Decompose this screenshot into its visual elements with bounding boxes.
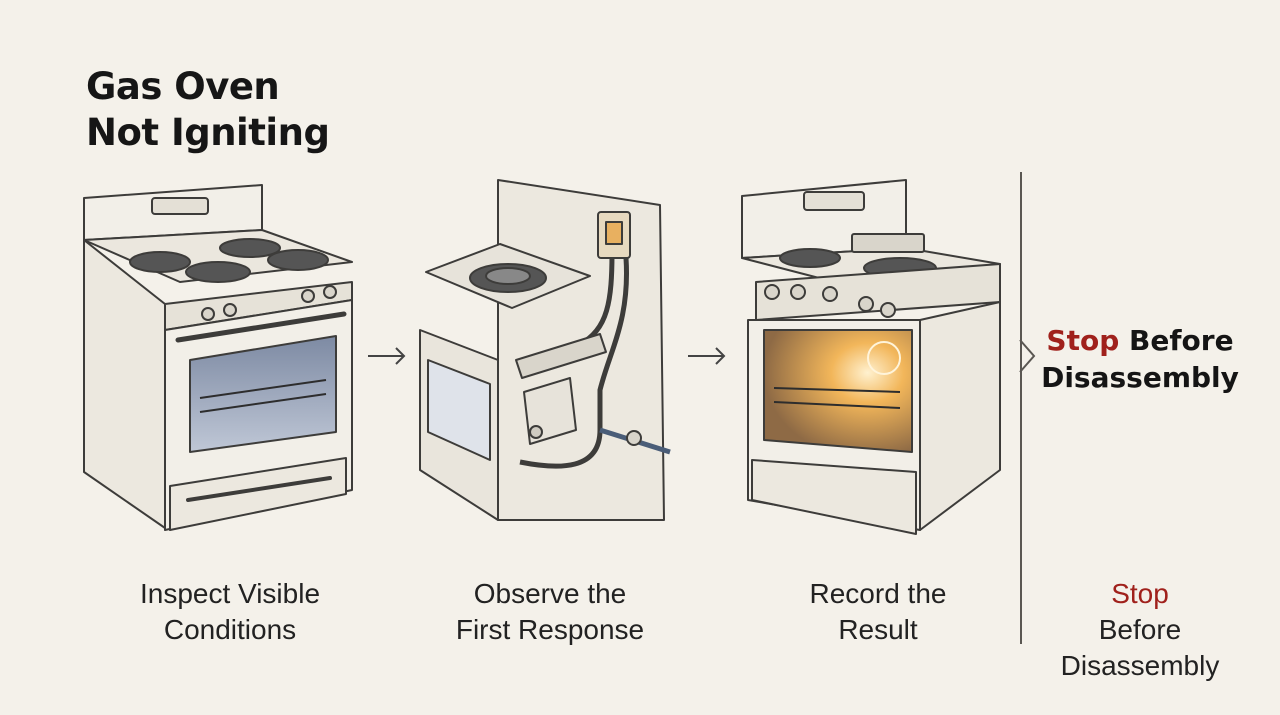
page-title: Gas Oven Not Igniting: [86, 64, 330, 156]
step-2-caption: Observe the First Response: [420, 576, 680, 648]
stop-note-line-2: Disassembly: [1041, 361, 1239, 394]
chevron-right-icon: [1019, 339, 1036, 373]
arrow-right-icon: [688, 347, 726, 365]
title-line-1: Gas Oven: [86, 65, 280, 108]
step-3-caption-line-2: Result: [838, 614, 918, 645]
step-2-caption-line-1: Observe the: [473, 578, 627, 609]
lit-oven-icon: [741, 179, 1001, 535]
igniter-assembly-icon: [419, 179, 671, 521]
step-3-caption: Record the Result: [748, 576, 1008, 648]
stop-note-line-1: Stop Before: [1040, 322, 1240, 359]
stop-caption-line-2: Disassembly: [1060, 650, 1220, 681]
stop-caption: Stop Before Disassembly: [1010, 576, 1270, 684]
step-3-caption-line-1: Record the: [809, 578, 947, 609]
stop-rest: Before: [1119, 324, 1234, 357]
stop-caption-rest: Before: [1098, 614, 1182, 645]
arrow-right-icon: [368, 347, 406, 365]
title-line-2: Not Igniting: [86, 111, 330, 154]
stop-caption-line-1: Stop Before: [1010, 576, 1270, 648]
stop-highlight: Stop: [1046, 324, 1120, 357]
step-1-caption-line-2: Conditions: [163, 614, 297, 645]
stop-caption-highlight: Stop: [1111, 578, 1169, 609]
step-2-caption-line-2: First Response: [455, 614, 645, 645]
stop-note: Stop Before Disassembly: [1040, 322, 1240, 396]
step-1-caption-line-1: Inspect Visible: [139, 578, 321, 609]
section-divider: [1020, 172, 1022, 644]
step-1-caption: Inspect Visible Conditions: [100, 576, 360, 648]
oven-range-icon: [83, 184, 353, 531]
